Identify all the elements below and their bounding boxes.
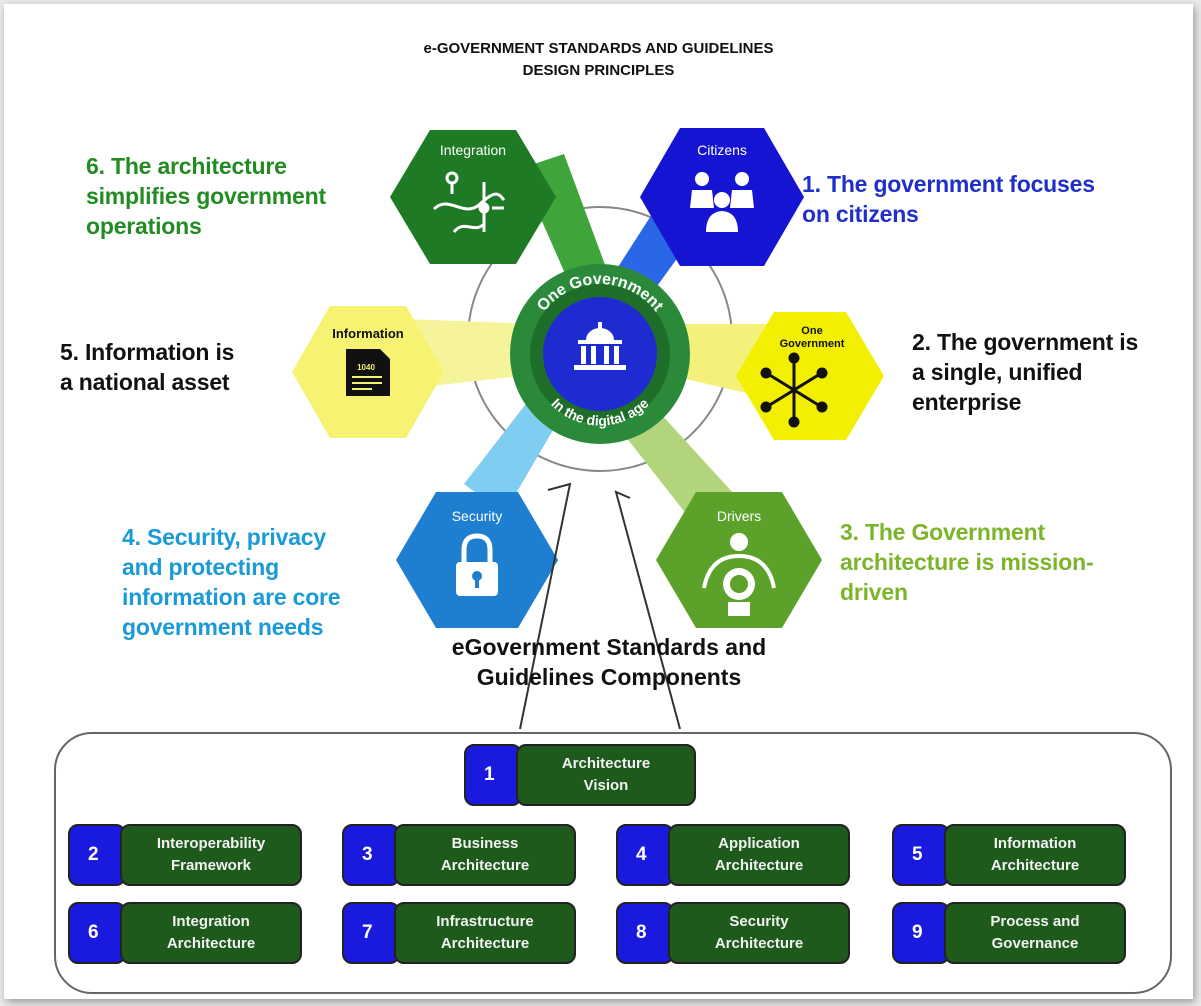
diagram-title-line2: DESIGN PRINCIPLES	[522, 62, 675, 79]
component-8: 8 Security Architecture	[616, 902, 850, 964]
component-2: 2 Interoperability Framework	[68, 824, 302, 886]
hex-drivers: Drivers	[656, 492, 822, 628]
hex-integration: Integration	[390, 130, 556, 264]
hex-information: Information 1040	[292, 306, 444, 438]
center-inner-circle	[543, 297, 657, 411]
network-hub-icon	[760, 352, 828, 428]
principle-5: 5. Information is a national asset	[60, 339, 235, 395]
component-label: Process and Governance	[944, 902, 1126, 964]
component-label: Business Architecture	[394, 824, 576, 886]
svg-text:1040: 1040	[357, 363, 375, 372]
principles-wheel: One Government In the digital age Integr…	[292, 128, 884, 730]
component-5: 5 Information Architecture	[892, 824, 1126, 886]
hex-citizens: Citizens	[640, 128, 804, 266]
component-number: 1	[464, 744, 522, 806]
component-number: 3	[342, 824, 400, 886]
component-1: 1 Architecture Vision	[464, 744, 696, 806]
component-number: 8	[616, 902, 674, 964]
principle-1: 1. The government focuses on citizens	[802, 171, 1095, 227]
connector-left	[519, 482, 572, 730]
component-9: 9 Process and Governance	[892, 902, 1126, 964]
diagram-page: e-GOVERNMENT STANDARDS AND GUIDELINES DE…	[4, 4, 1193, 999]
person-with-globe-icon	[702, 533, 776, 616]
component-number: 9	[892, 902, 950, 964]
component-number: 7	[342, 902, 400, 964]
components-container	[54, 732, 1172, 994]
component-label: Infrastructure Architecture	[394, 902, 576, 964]
connector-right	[614, 490, 681, 730]
component-4: 4 Application Architecture	[616, 824, 850, 886]
component-label: Interoperability Framework	[120, 824, 302, 886]
component-3: 3 Business Architecture	[342, 824, 576, 886]
integration-map-icon	[432, 171, 506, 234]
hex-security: Security	[396, 492, 558, 628]
principle-3: 3. The Government architecture is missio…	[840, 519, 1094, 605]
component-label: Security Architecture	[668, 902, 850, 964]
hex-drivers-label: Drivers	[717, 508, 761, 524]
component-label: Application Architecture	[668, 824, 850, 886]
document-1040-icon: 1040	[346, 349, 390, 396]
component-6: 6 Integration Architecture	[68, 902, 302, 964]
people-group-icon	[690, 172, 754, 232]
component-number: 2	[68, 824, 126, 886]
padlock-icon	[456, 533, 498, 596]
component-7: 7 Infrastructure Architecture	[342, 902, 576, 964]
principle-6: 6. The architecture simplifies governmen…	[86, 153, 326, 239]
hex-security-label: Security	[452, 508, 503, 524]
component-number: 6	[68, 902, 126, 964]
hex-citizens-label: Citizens	[697, 142, 747, 158]
principle-2: 2. The government is a single, unified e…	[912, 329, 1139, 415]
component-label: Architecture Vision	[516, 744, 696, 806]
component-number: 4	[616, 824, 674, 886]
component-label: Integration Architecture	[120, 902, 302, 964]
principle-4: 4. Security, privacy and protecting info…	[122, 524, 341, 640]
hex-information-label: Information	[332, 326, 404, 341]
hex-integration-label: Integration	[440, 142, 506, 158]
component-label: Information Architecture	[944, 824, 1126, 886]
components-heading: eGovernment Standards and Guidelines Com…	[451, 634, 767, 690]
component-number: 5	[892, 824, 950, 886]
government-building-icon	[574, 322, 626, 370]
diagram-title-line1: e-GOVERNMENT STANDARDS AND GUIDELINES	[423, 40, 774, 57]
